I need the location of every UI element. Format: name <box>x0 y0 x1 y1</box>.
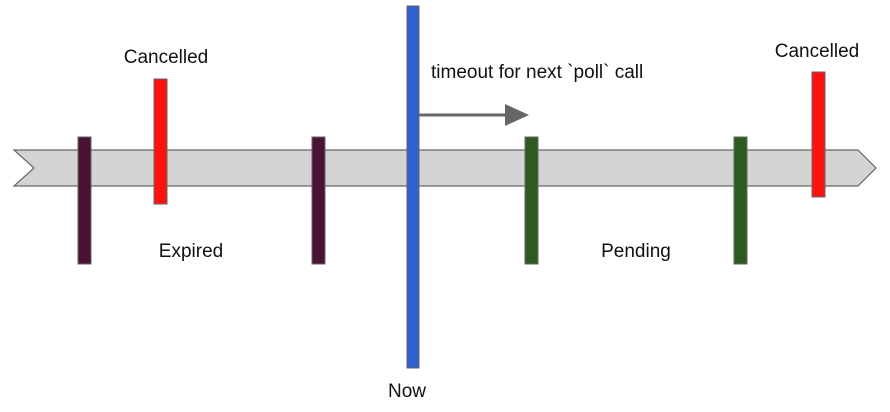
cancelled-marker <box>811 71 826 198</box>
cancelled-marker <box>153 78 168 205</box>
timeline-band <box>12 149 877 187</box>
expired-marker <box>77 136 92 265</box>
pending-label: Pending <box>601 241 671 262</box>
cancelled-left-label: Cancelled <box>124 47 209 68</box>
cancelled-right-label: Cancelled <box>775 41 860 62</box>
now-marker <box>406 5 420 369</box>
timeout-arrow <box>419 104 529 126</box>
expired-marker <box>311 136 326 265</box>
now-label: Now <box>388 381 426 402</box>
expired-label: Expired <box>159 241 223 262</box>
timeout-label: timeout for next `poll` call <box>431 62 643 83</box>
pending-marker <box>733 136 748 265</box>
pending-marker <box>524 136 539 265</box>
